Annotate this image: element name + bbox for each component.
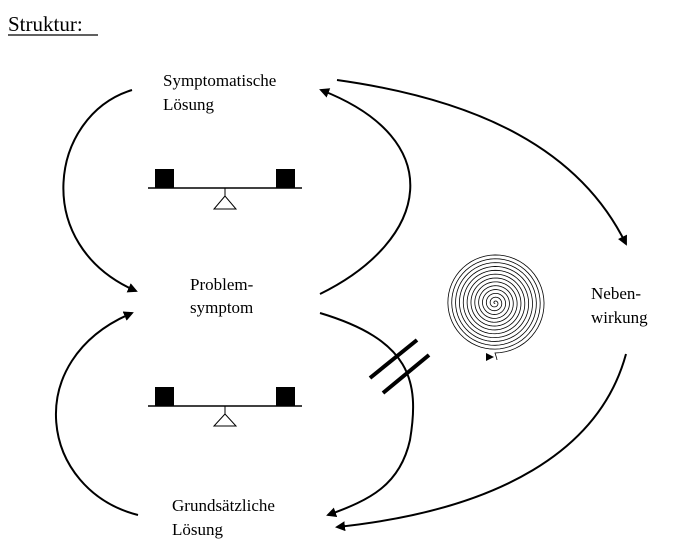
spiral-icon	[447, 254, 545, 361]
label-problem-symptom-line1: Problem-	[190, 275, 254, 294]
spiral-path	[447, 254, 545, 361]
label-problem-symptom-line2: symptom	[190, 298, 253, 317]
balance-icon-lower	[148, 387, 302, 427]
balance-icon-upper	[148, 169, 302, 210]
label-symptomatic-solution-line2: Lösung	[163, 95, 215, 114]
arrow-symptomatic-to-side-effect	[336, 79, 627, 246]
delay-mark-1	[368, 338, 419, 380]
delay-mark-2	[381, 353, 431, 395]
label-side-effect-line1: Neben-	[591, 284, 641, 303]
label-side-effect-line2: wirkung	[591, 308, 648, 327]
label-fundamental-solution-line2: Lösung	[172, 520, 224, 539]
arrow-fundamental-to-problem	[54, 311, 139, 516]
arrow-problem-to-symptomatic	[319, 88, 412, 295]
arrow-problem-to-fundamental	[319, 312, 415, 518]
spiral-arrowhead	[486, 353, 494, 361]
label-fundamental-solution-line1: Grundsätzliche	[172, 496, 275, 515]
arrow-symptomatic-to-problem	[62, 89, 138, 293]
arrow-side-effect-to-fundamental	[335, 353, 627, 532]
label-symptomatic-solution-line1: Symptomatische	[163, 71, 276, 90]
title: Struktur:	[8, 12, 83, 36]
